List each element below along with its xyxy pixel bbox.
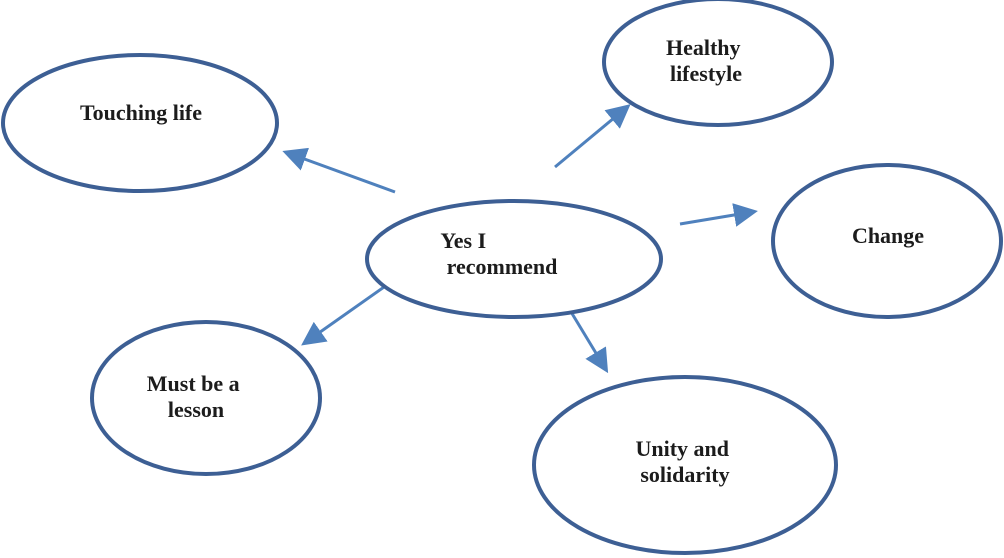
arrow-to-change bbox=[679, 203, 758, 227]
node-touching-life: Touching life bbox=[1, 53, 279, 193]
node-touching-life-label: Touching life bbox=[80, 100, 202, 125]
node-center-yes-i-recommend: Yes I recommend bbox=[365, 199, 663, 319]
node-unity-and-solidarity-label: Unity and solidarity bbox=[635, 436, 734, 487]
node-healthy-lifestyle: Healthy lifestyle bbox=[602, 0, 834, 127]
arrow-to-healthy-lifestyle bbox=[554, 104, 631, 169]
node-change-label: Change bbox=[852, 223, 924, 248]
arrow-to-touching-life bbox=[282, 147, 396, 194]
node-must-be-a-lesson: Must be a lesson bbox=[90, 320, 322, 476]
node-must-be-a-lesson-label: Must be a lesson bbox=[147, 371, 245, 422]
node-center-label: Yes I recommend bbox=[440, 228, 557, 279]
node-change: Change bbox=[771, 163, 1003, 319]
arrow-to-must-be-a-lesson bbox=[301, 285, 385, 346]
node-unity-and-solidarity: Unity and solidarity bbox=[532, 375, 838, 555]
node-healthy-lifestyle-label: Healthy lifestyle bbox=[666, 35, 746, 86]
